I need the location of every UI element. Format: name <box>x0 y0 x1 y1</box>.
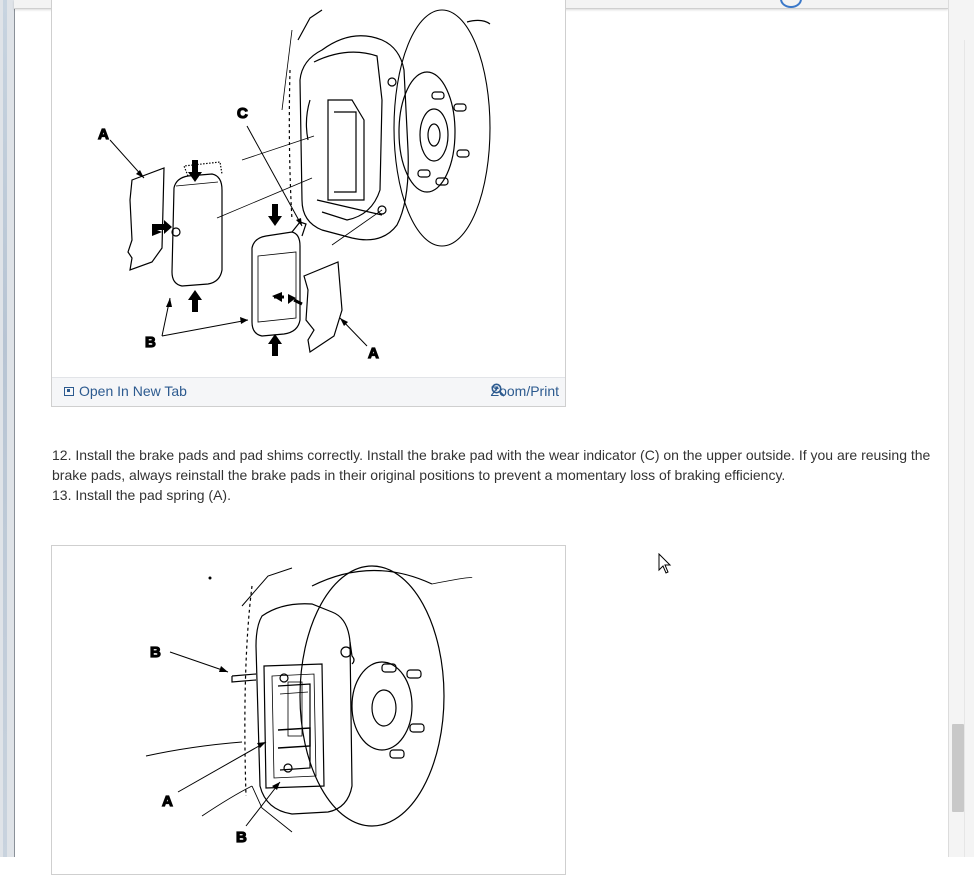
new-tab-icon <box>64 386 74 396</box>
brake-pad-diagram-figure: A C B A Open In New Tab Zoom/Print <box>51 0 566 407</box>
callout-b: B <box>145 334 156 351</box>
step-12-text: 12. Install the brake pads and pad shims… <box>52 447 931 483</box>
callout-a-right: A <box>368 345 379 362</box>
open-in-new-tab-link[interactable]: Open In New Tab <box>64 383 187 399</box>
open-in-new-tab-label: Open In New Tab <box>79 383 187 399</box>
vertical-scrollbar[interactable] <box>948 0 974 857</box>
scrollbar-thumb[interactable] <box>952 724 964 812</box>
window-left-edge <box>0 0 15 857</box>
zoom-print-label: Zoom/Print <box>490 383 559 399</box>
callout-b-top: B <box>150 644 161 661</box>
scrollbar-track-line <box>964 40 965 857</box>
pad-spring-installation-diagram: B A B <box>145 565 473 847</box>
callout-b-bottom: B <box>236 829 247 846</box>
figure-toolbar: Open In New Tab Zoom/Print <box>52 377 565 406</box>
step-13-text: 13. Install the pad spring (A). <box>52 487 231 503</box>
zoom-in-icon <box>491 383 505 397</box>
pad-spring-diagram-figure: B A B <box>51 545 566 875</box>
callout-c: C <box>237 105 248 122</box>
mouse-cursor-icon <box>658 553 672 574</box>
callout-a-left: A <box>98 126 109 143</box>
brake-pad-exploded-diagram: A C B A <box>97 9 491 363</box>
toolbar-circle-icon[interactable] <box>780 0 802 8</box>
zoom-print-link[interactable]: Zoom/Print <box>491 383 559 399</box>
instruction-steps: 12. Install the brake pads and pad shims… <box>52 445 932 505</box>
callout-a: A <box>162 793 173 810</box>
